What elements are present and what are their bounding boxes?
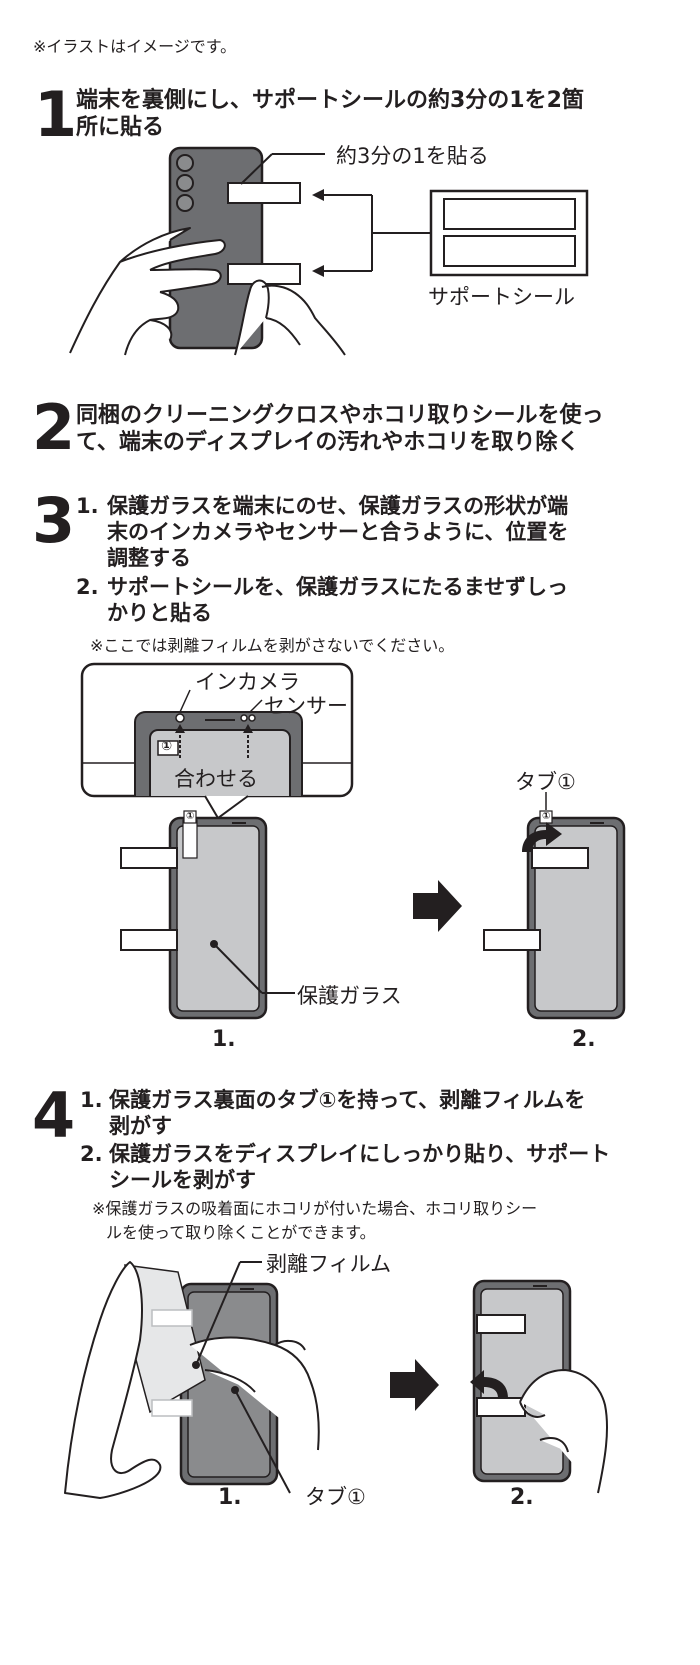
item-number: 1.	[80, 1088, 103, 1112]
step-text: 同梱のクリーニングクロスやホコリ取りシールを使っ て、端末のディスプレイの汚れや…	[76, 402, 604, 456]
step3-note: ※ここでは剥離フィルムを剥がさないでください。	[90, 636, 455, 655]
figure-caption: 2.	[572, 1027, 596, 1052]
figure-caption: 1.	[218, 1485, 242, 1510]
step-number: 2	[32, 391, 76, 464]
item-number: 2.	[76, 575, 99, 599]
item-text-line: かりと貼る	[107, 601, 212, 625]
label-film: 剥離フィルム	[266, 1252, 392, 1276]
label-camera: インカメラ	[195, 670, 300, 694]
item-text-line: 保護ガラスを端末にのせ、保護ガラスの形状が端	[107, 494, 569, 518]
figure-caption: 2.	[510, 1485, 534, 1510]
step-number: 4	[32, 1079, 76, 1152]
item-text-line: 末のインカメラやセンサーと合うように、位置を	[107, 520, 569, 544]
header-note: ※イラストはイメージです。	[33, 37, 237, 56]
note-line: ※保護ガラスの吸着面にホコリが付いた場合、ホコリ取りシー	[92, 1199, 538, 1218]
tab-marker: ①	[186, 811, 195, 822]
label-tab: タブ①	[305, 1485, 366, 1509]
label-tab: タブ①	[515, 770, 576, 794]
step-number: 3	[32, 484, 76, 557]
step-text-line: て、端末のディスプレイの汚れやホコリを取り除く	[76, 430, 580, 455]
item-number: 1.	[76, 494, 99, 518]
label-support-seal: サポートシール	[428, 285, 575, 309]
item-text-line: 保護ガラス裏面のタブ①を持って、剥離フィルムを	[109, 1088, 586, 1112]
item-text-line: 剥がす	[109, 1114, 172, 1138]
step-number: 1	[34, 78, 78, 151]
step-text-line: 同梱のクリーニングクロスやホコリ取りシールを使っ	[76, 403, 604, 428]
step-text-line: 端末を裏側にし、サポートシールの約3分の1を2箇	[76, 88, 584, 113]
tab-marker: ①	[542, 811, 551, 822]
step4-note: ※保護ガラスの吸着面にホコリが付いた場合、ホコリ取りシー ルを使って取り除くこと…	[92, 1197, 537, 1245]
label-one-third: 約3分の1を貼る	[336, 144, 489, 168]
label-glass: 保護ガラス	[297, 984, 402, 1008]
label-align: 合わせる	[174, 767, 258, 791]
step-text: 端末を裏側にし、サポートシールの約3分の1を2箇 所に貼る	[76, 87, 584, 141]
figure-caption: 1.	[212, 1027, 236, 1052]
item-text-line: シールを剥がす	[109, 1168, 256, 1192]
item-text-line: 保護ガラスをディスプレイにしっかり貼り、サポート	[109, 1142, 611, 1166]
label-sensor: センサー	[264, 694, 348, 718]
tab-marker: ①	[161, 739, 173, 754]
item-text-line: 調整する	[107, 546, 191, 570]
item-text-line: サポートシールを、保護ガラスにたるませずしっ	[107, 575, 568, 599]
step-text-line: 所に貼る	[76, 115, 165, 140]
item-number: 2.	[80, 1142, 103, 1166]
note-line: ルを使って取り除くことができます。	[106, 1223, 376, 1242]
